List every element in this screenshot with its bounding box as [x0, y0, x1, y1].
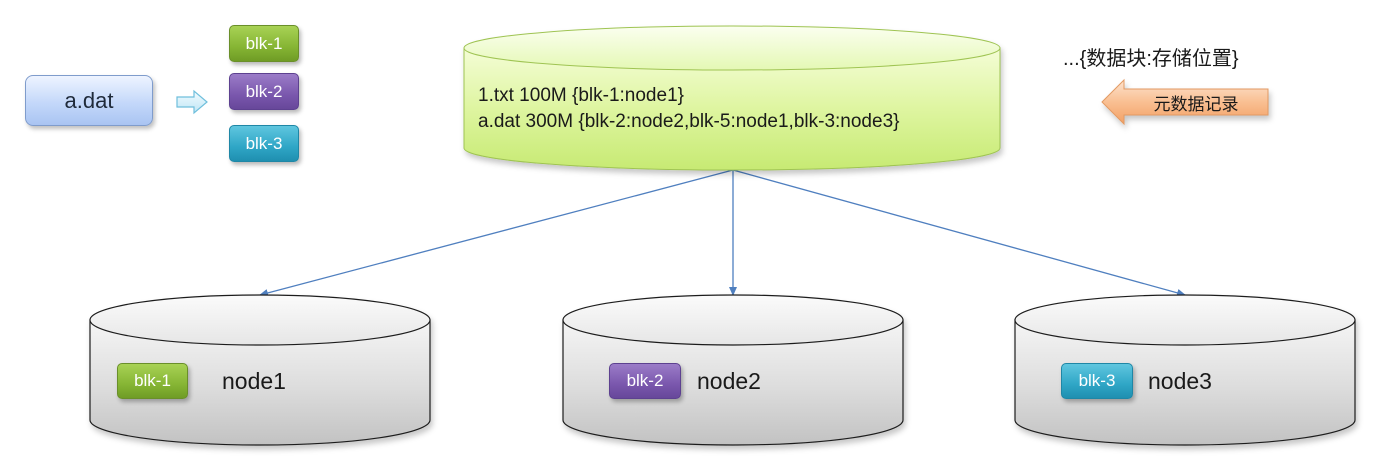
file-block-label: blk-2 [245, 81, 283, 101]
node3-label: node3 [1148, 368, 1212, 394]
node-block-label: blk-2 [626, 371, 664, 390]
metadata-cylinder [463, 25, 1001, 171]
node-block-label: blk-3 [1078, 371, 1116, 390]
node-block-label: blk-1 [134, 371, 171, 390]
node1-block-badge: blk-1 [117, 363, 188, 399]
block-location-note: ...{数据块:存储位置} [1063, 48, 1239, 70]
file-a-dat: a.dat [25, 75, 153, 126]
node2-label: node2 [697, 368, 761, 394]
file-name: a.dat [64, 87, 114, 113]
node3-cylinder [1014, 294, 1356, 446]
node2-cylinder [562, 294, 904, 446]
metadata-line-1: 1.txt 100M {blk-1:node1} [478, 85, 684, 106]
metadata-record-arrow [1101, 78, 1269, 126]
file-block-blk-1: blk-1 [229, 25, 299, 62]
file-block-blk-3: blk-3 [229, 125, 299, 162]
file-block-label: blk-1 [245, 33, 283, 53]
metadata-record-label: 元数据记录 [1153, 94, 1239, 114]
split-arrow-icon [176, 89, 208, 115]
node2-block-badge: blk-2 [609, 363, 681, 399]
connector-to-node1 [259, 169, 734, 297]
file-block-blk-2: blk-2 [229, 73, 299, 110]
node1-cylinder [89, 294, 431, 446]
metadata-line-2: a.dat 300M {blk-2:node2,blk-5:node1,blk-… [478, 111, 900, 132]
connector-to-node3 [732, 169, 1186, 297]
file-block-label: blk-3 [245, 133, 283, 153]
node1-label: node1 [222, 368, 286, 394]
node3-block-badge: blk-3 [1061, 363, 1133, 399]
